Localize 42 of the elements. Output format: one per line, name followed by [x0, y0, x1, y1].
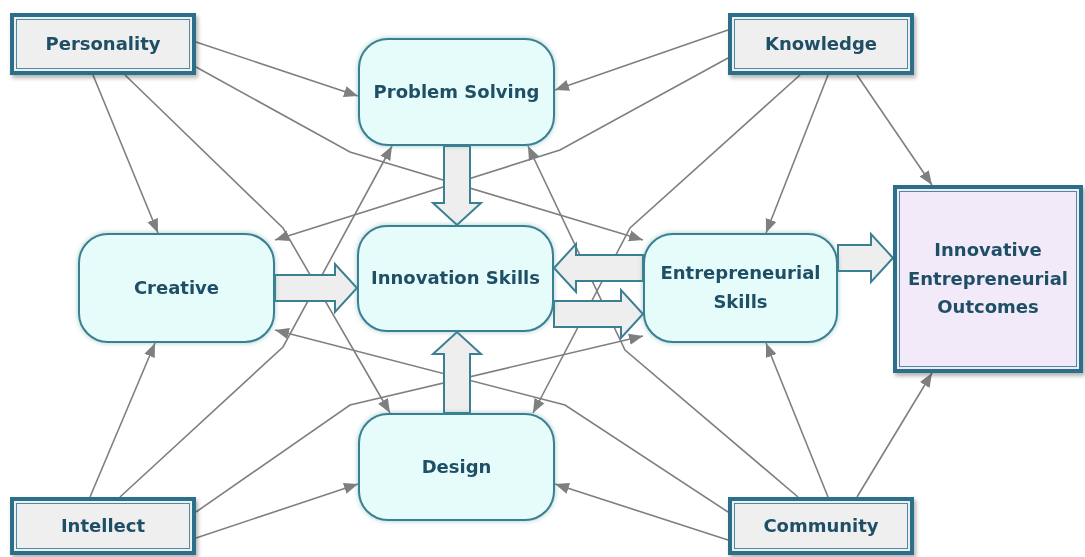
arrow — [856, 372, 933, 498]
arrow — [89, 342, 156, 498]
arrow — [195, 333, 644, 513]
skill-box — [358, 38, 555, 146]
block-arrow — [274, 261, 359, 315]
arrow — [124, 74, 391, 414]
arrow — [195, 41, 359, 97]
arrow — [554, 483, 729, 541]
node-label: Innovation Skills — [370, 266, 541, 291]
block-arrow — [430, 330, 484, 414]
node-label: Design — [420, 454, 493, 479]
block-arrow — [553, 287, 645, 341]
node-label: Problem Solving — [372, 79, 541, 104]
arrow — [274, 57, 729, 242]
arrow — [765, 342, 829, 498]
node-label: Knowledge — [763, 31, 879, 56]
skill-box — [358, 413, 555, 521]
arrow — [195, 66, 644, 242]
arrow — [554, 29, 729, 91]
arrow — [856, 74, 933, 186]
block-arrow — [837, 231, 895, 285]
arrow — [195, 483, 359, 539]
arrow — [765, 74, 829, 234]
arrow — [274, 328, 729, 513]
block-arrow — [430, 145, 484, 227]
node-label: Innovative Entrepreneurial Outcomes — [907, 237, 1069, 320]
node-label: Community — [762, 513, 880, 538]
node-label: Intellect — [59, 513, 147, 538]
arrow — [92, 74, 159, 234]
factor-box — [728, 13, 914, 75]
arrow — [119, 145, 393, 498]
skill-box — [357, 225, 554, 332]
factor-box — [10, 13, 196, 75]
outcome-box — [893, 185, 1083, 373]
factor-box — [728, 497, 914, 555]
node-label: Entrepreneurial Skills — [659, 261, 822, 314]
skill-box — [643, 233, 838, 343]
factor-box — [10, 497, 196, 555]
node-label: Creative — [132, 275, 221, 300]
skill-box — [78, 233, 275, 343]
block-arrow — [552, 241, 644, 295]
node-label: Personality — [44, 31, 162, 56]
